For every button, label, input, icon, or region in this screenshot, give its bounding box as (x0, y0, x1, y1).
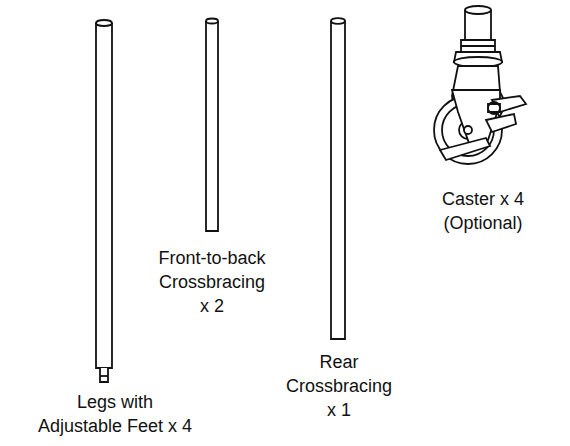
part-label: Caster x 4 (Optional) (435, 187, 531, 235)
leg-tube (96, 20, 112, 382)
front-to-back-brace (206, 19, 218, 232)
caster (434, 6, 526, 164)
part-label: Front-to-back Crossbracing x 2 (156, 246, 268, 318)
part-label: Legs with Adjustable Feet x 4 (35, 390, 195, 438)
part-label: Rear Crossbracing x 1 (283, 350, 395, 422)
rear-brace (331, 18, 345, 339)
